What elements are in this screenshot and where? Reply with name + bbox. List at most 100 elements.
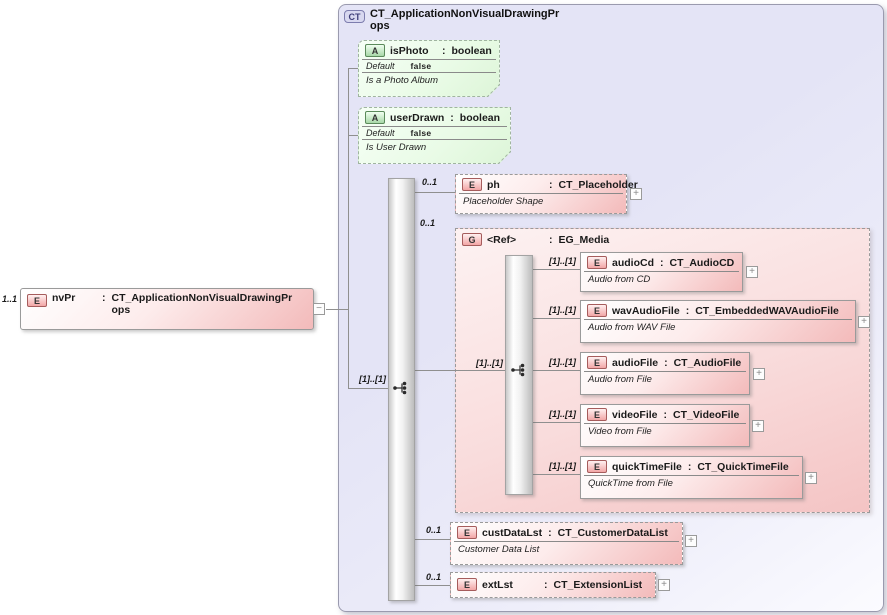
annotation: Is User Drawn [362, 139, 507, 153]
expand-icon[interactable]: + [753, 368, 765, 380]
expand-icon[interactable]: + [630, 188, 642, 200]
element-type: CT_QuickTimeFile [697, 460, 789, 473]
cardinality-label: [1]..[1] [549, 357, 576, 367]
expand-icon[interactable]: + [805, 472, 817, 484]
connector-line [415, 370, 505, 371]
cardinality-label: [1]..[1] [476, 358, 503, 368]
element-name: custDataLst [482, 526, 543, 539]
element-name: nvPr [52, 292, 76, 304]
default-label: Default [366, 61, 395, 71]
element-quickTimeFile[interactable]: E quickTimeFile : CT_QuickTimeFile Quick… [580, 456, 803, 499]
sequence-icon [510, 363, 530, 382]
colon: : [549, 178, 553, 191]
attribute-name: isPhoto [390, 44, 429, 57]
colon: : [450, 111, 454, 124]
default-value: false [410, 128, 432, 138]
element-name: videoFile [612, 408, 658, 421]
element-type: CT_AudioCD [669, 256, 735, 269]
element-type: CT_Placeholder [558, 178, 638, 191]
element-type: CT_VideoFile [673, 408, 740, 421]
group-icon: G [462, 233, 482, 246]
element-icon: E [457, 578, 477, 591]
connector-line [415, 192, 455, 193]
element-icon: E [587, 460, 607, 473]
colon: : [442, 44, 446, 57]
element-icon: E [587, 356, 607, 369]
colon: : [549, 233, 553, 246]
default-value: false [410, 61, 432, 71]
connector-line [348, 388, 388, 389]
expand-icon[interactable]: + [685, 535, 697, 547]
cardinality-label: [1]..[1] [549, 256, 576, 266]
connector-line [415, 585, 450, 586]
element-nvPr[interactable]: E nvPr : CT_ApplicationNonVisualDrawingP… [20, 288, 314, 330]
cardinality-label: [1]..[1] [549, 305, 576, 315]
cardinality-label: 0..1 [422, 177, 438, 187]
connector-line [348, 68, 358, 69]
expand-icon[interactable]: + [752, 420, 764, 432]
annotation: Audio from WAV File [584, 319, 852, 333]
attribute-type: boolean [459, 111, 501, 124]
element-title: E nvPr : CT_ApplicationNonVisualDrawingP… [21, 289, 313, 318]
connector-line [533, 269, 580, 270]
connector-line [415, 539, 450, 540]
connector-line [533, 318, 580, 319]
element-icon: E [27, 294, 47, 307]
cardinality-label: 0..1 [426, 525, 442, 535]
expand-icon[interactable]: + [746, 266, 758, 278]
annotation: Audio from CD [584, 271, 739, 285]
connector-line [533, 474, 580, 475]
element-icon: E [462, 178, 482, 191]
colon: : [664, 356, 668, 369]
element-type: CT_ExtensionList [553, 578, 643, 591]
element-name: extLst [482, 578, 513, 591]
element-name: audioFile [612, 356, 659, 369]
attribute-name: userDrawn [390, 111, 445, 124]
element-icon: E [587, 304, 607, 317]
element-icon: E [457, 526, 477, 539]
colon: : [544, 578, 548, 591]
colon: : [685, 304, 690, 317]
collapse-icon[interactable]: − [313, 303, 325, 315]
element-type: CT_AudioFile [673, 356, 742, 369]
cardinality-label: [1]..[1] [549, 461, 576, 471]
expand-icon[interactable]: + [658, 579, 670, 591]
element-name: wavAudioFile [612, 304, 680, 317]
attribute-icon: A [365, 111, 385, 124]
element-name: quickTimeFile [612, 460, 682, 473]
attribute-userDrawn[interactable]: A userDrawn : boolean Default false Is U… [358, 107, 511, 164]
connector-line [348, 135, 358, 136]
annotation: Audio from File [584, 371, 746, 385]
connector-line [533, 370, 580, 371]
attribute-isPhoto[interactable]: A isPhoto : boolean Default false Is a P… [358, 40, 500, 97]
element-ph[interactable]: E ph : CT_Placeholder Placeholder Shape [455, 174, 638, 214]
element-type: CT_ApplicationNonVisualDrawingPr ops [111, 292, 293, 316]
colon: : [548, 526, 552, 539]
element-extLst[interactable]: E extLst : CT_ExtensionList [450, 572, 656, 598]
colon: : [102, 292, 106, 304]
element-videoFile[interactable]: E videoFile : CT_VideoFile Video from Fi… [580, 404, 750, 447]
element-audioFile[interactable]: E audioFile : CT_AudioFile Audio from Fi… [580, 352, 750, 395]
complex-type-icon: CT [344, 10, 365, 23]
element-audioCd[interactable]: E audioCd : CT_AudioCD Audio from CD [580, 252, 743, 292]
cardinality-label: [1]..[1] [549, 409, 576, 419]
sequence-bar [505, 255, 533, 495]
element-wavAudioFile[interactable]: E wavAudioFile : CT_EmbeddedWAVAudioFile… [580, 300, 856, 343]
cardinality-label: 0..1 [420, 218, 436, 228]
annotation: QuickTime from File [584, 475, 799, 489]
colon: : [660, 256, 664, 269]
connector-line [348, 68, 349, 388]
element-icon: E [587, 256, 607, 269]
complex-type-title: CT_ApplicationNonVisualDrawingPr ops [370, 8, 560, 32]
element-custDataLst[interactable]: E custDataLst : CT_CustomerDataList Cust… [450, 522, 683, 565]
connector-line [533, 422, 580, 423]
element-type: CT_EmbeddedWAVAudioFile [695, 304, 839, 317]
annotation: Customer Data List [454, 541, 679, 555]
connector-line [326, 309, 348, 310]
default-label: Default [366, 128, 395, 138]
expand-icon[interactable]: + [858, 316, 870, 328]
cardinality-label: 0..1 [426, 572, 442, 582]
cardinality-label: 1..1 [2, 294, 18, 304]
annotation: Is a Photo Album [362, 72, 496, 86]
cardinality-label: [1]..[1] [359, 374, 386, 384]
